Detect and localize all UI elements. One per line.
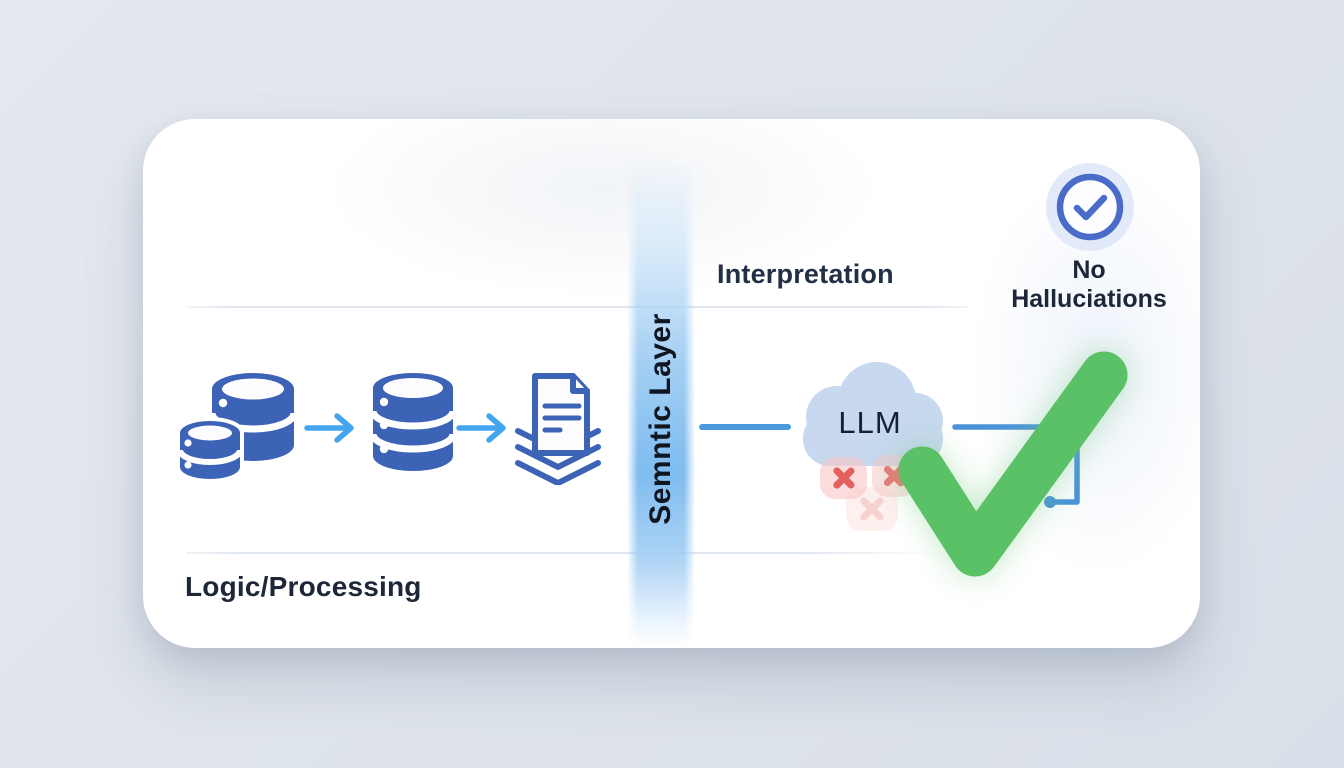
arrow-right-icon — [304, 413, 354, 443]
x-mark-icon — [846, 487, 898, 531]
connector-line-right — [952, 424, 1080, 508]
database-cluster-icon — [176, 373, 296, 483]
arrow-right-icon — [456, 413, 506, 443]
interpretation-label: Interpretation — [717, 259, 894, 289]
logic-processing-label: Logic/Processing — [185, 571, 422, 602]
semantic-layer-label-wrap: Semntic Layer — [627, 269, 695, 569]
top-section-divider — [186, 306, 968, 308]
badge-line-1: No — [1072, 256, 1106, 284]
badge-line-2: Halluciations — [1011, 285, 1167, 313]
document-stack-icon — [515, 373, 601, 485]
diagram-card: Semntic Layer Interpretation Logic/Proce… — [143, 119, 1200, 648]
llm-label: LLM — [838, 405, 902, 440]
database-icon — [371, 373, 455, 471]
checkmark-icon — [898, 351, 1128, 577]
ambient-tint — [323, 119, 883, 299]
semantic-layer-label: Semntic Layer — [644, 313, 677, 525]
no-hallucinations-label: No Halluciations — [989, 256, 1189, 314]
semantic-layer-band — [627, 159, 695, 648]
bottom-section-divider — [186, 552, 946, 554]
connector-line-left — [699, 424, 791, 430]
cloud-icon — [803, 362, 943, 466]
verified-badge-icon — [1046, 163, 1134, 251]
